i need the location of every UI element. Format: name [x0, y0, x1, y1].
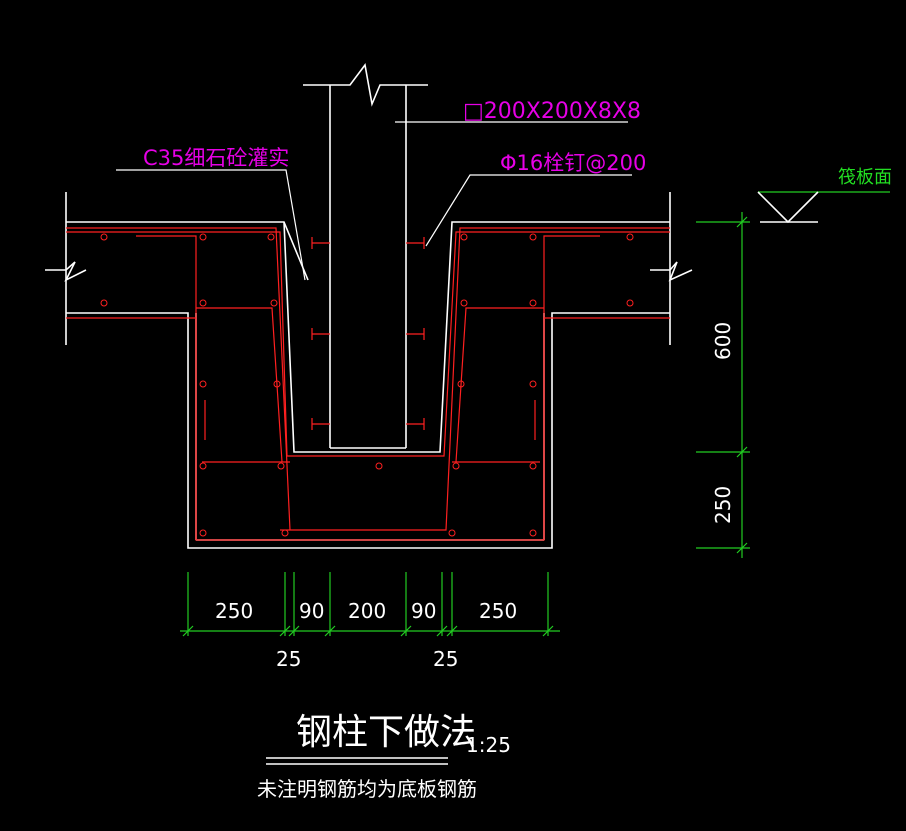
drawing-note: 未注明钢筋均为底板钢筋	[257, 777, 477, 801]
drawing-scale: 1:25	[466, 733, 511, 757]
dim-200: 200	[348, 599, 386, 623]
raft-top-symbol	[757, 191, 890, 224]
rebar	[66, 227, 670, 541]
dim-600: 600	[711, 322, 735, 360]
dim-90-left: 90	[299, 599, 324, 623]
raft-top-label: 筏板面	[838, 167, 892, 188]
dim-25-right: 25	[433, 647, 458, 671]
dimension-lines	[180, 212, 750, 637]
concrete-outline	[45, 192, 693, 549]
dim-250-right: 250	[479, 599, 517, 623]
column-section-label: □200X200X8X8	[463, 99, 641, 124]
steel-column	[303, 63, 428, 449]
studs-label: Φ16栓钉@200	[500, 151, 646, 175]
title-block: 钢柱下做法 1:25 未注明钢筋均为底板钢筋	[257, 712, 511, 801]
grout-label: C35细石砼灌实	[143, 146, 289, 170]
dimension-texts: 250 90 200 90 250 25 25 600 250	[215, 322, 735, 671]
shear-studs	[311, 237, 425, 430]
dim-90-right: 90	[411, 599, 436, 623]
leaders	[116, 121, 632, 281]
drawing-title: 钢柱下做法	[296, 712, 476, 753]
rebar-dots	[100, 233, 634, 537]
dim-250-vertical: 250	[711, 486, 735, 524]
dim-25-left: 25	[276, 647, 301, 671]
dim-250-left: 250	[215, 599, 253, 623]
